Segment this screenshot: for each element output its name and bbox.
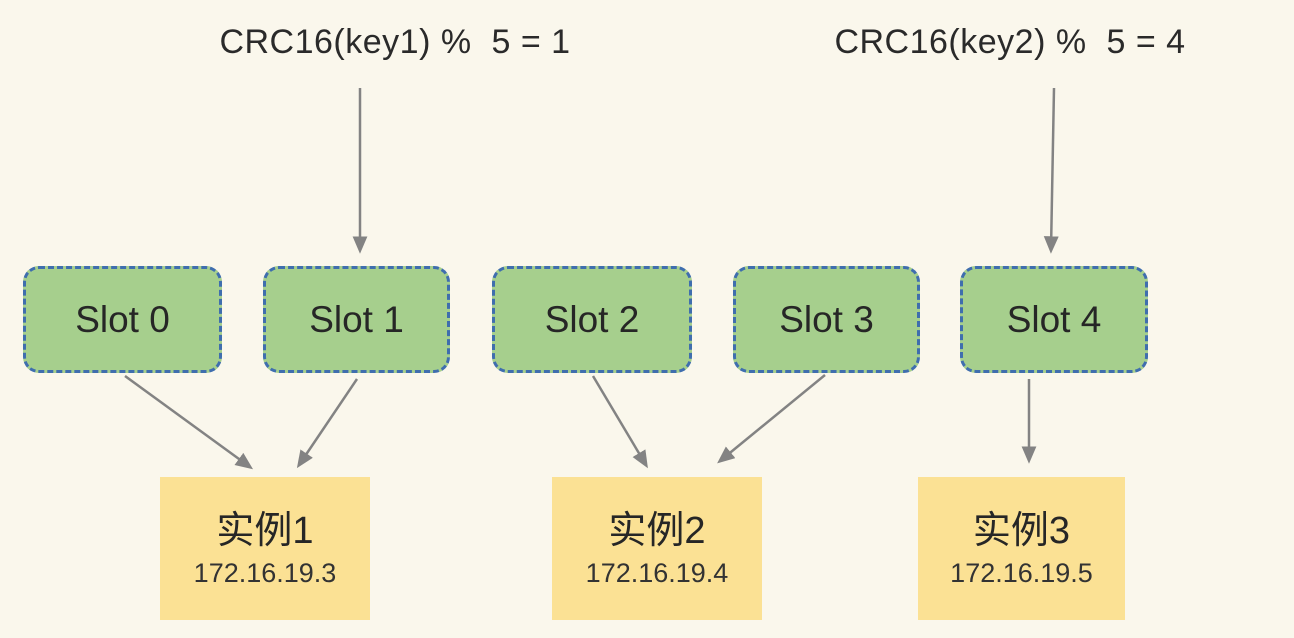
slot-label: Slot 3: [779, 298, 874, 340]
instance-ip: 172.16.19.3: [193, 557, 337, 588]
slot-label: Slot 1: [309, 298, 404, 340]
slot-node-1: Slot 1: [263, 266, 450, 373]
slot-node-0: Slot 0: [23, 266, 222, 373]
hash-formula-key2: CRC16(key2) % 5 = 4: [834, 23, 1186, 61]
instance-ip: 172.16.19.4: [585, 557, 729, 588]
slot-node-4: Slot 4: [960, 266, 1148, 373]
instance-node-1: 实例1 172.16.19.3: [160, 477, 370, 620]
hash-formula-key1: CRC16(key1) % 5 = 1: [219, 23, 571, 61]
instance-ip: 172.16.19.5: [950, 557, 1093, 588]
slot-label: Slot 4: [1006, 298, 1102, 340]
instance-node-2: 实例2 172.16.19.4: [552, 477, 762, 620]
instance-node-3: 实例3 172.16.19.5: [918, 477, 1125, 620]
instance-name: 实例3: [972, 509, 1071, 552]
instance-name: 实例1: [216, 509, 314, 552]
arrow-slot2-to-instance2: [591, 375, 648, 469]
arrow-slot1-to-instance1: [296, 378, 359, 469]
arrow-slot0-to-instance1: [124, 374, 254, 470]
slot-label: Slot 0: [75, 298, 170, 340]
slot-label: Slot 2: [544, 298, 640, 340]
instance-name: 实例2: [608, 509, 706, 552]
slot-node-3: Slot 3: [733, 266, 920, 373]
slot-node-2: Slot 2: [492, 266, 692, 373]
arrow-slot3-to-instance2: [717, 374, 826, 464]
arrow-key2-to-slot4: [1043, 87, 1059, 254]
